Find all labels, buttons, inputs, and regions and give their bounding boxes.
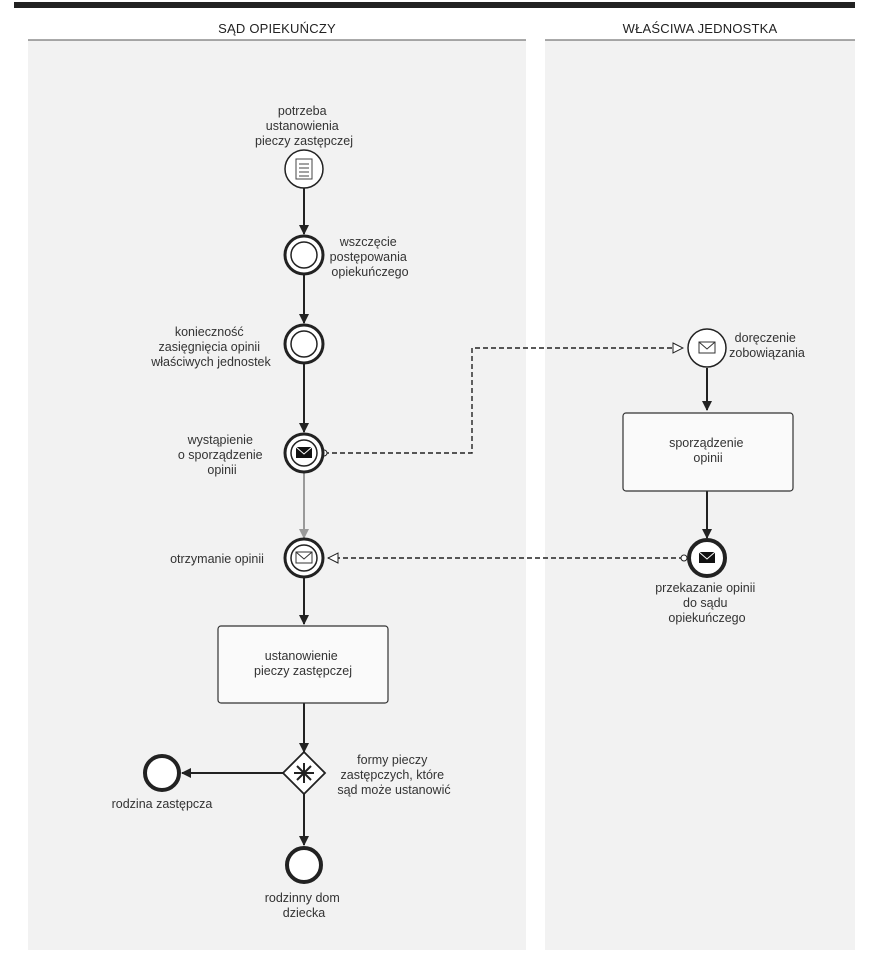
envelope-filled-icon (698, 551, 716, 563)
document-icon (295, 158, 313, 180)
gateway-label: formy pieczy zastępczych, które sąd może… (337, 753, 450, 797)
event-wystapienie-label: wystąpienie o sporządzenie opinii (178, 433, 266, 477)
lane-wlasciwa-jednostka: WŁAŚCIWA JEDNOSTKA (545, 21, 855, 950)
lane-title-right: WŁAŚCIWA JEDNOSTKA (623, 21, 778, 36)
task-sporzadzenie-label: sporządzenie opinii (669, 436, 747, 465)
envelope-icon (698, 341, 716, 354)
start-event: potrzeba ustanowienia pieczy zastępczej (255, 104, 353, 189)
lane-sad-opiekunczy: SĄD OPIEKUŃCZY (28, 21, 526, 950)
message-flows (324, 348, 684, 558)
complex-gateway-icon (294, 763, 314, 783)
top-bar (14, 2, 855, 8)
event-otrzymanie-label: otrzymanie opinii (170, 552, 264, 566)
task-sporzadzenie: sporządzenie opinii (622, 412, 794, 492)
end-event-przekazanie: przekazanie opinii do sądu opiekuńczego (655, 538, 759, 625)
end-event-dom-label: rodzinny dom dziecka (265, 891, 344, 920)
event-koniecznosc-label: konieczność zasięgnięcia opinii właściwy… (150, 325, 271, 369)
message-flow-request (324, 348, 683, 453)
envelope-filled-icon (295, 446, 313, 458)
task-ustanowienie-label: ustanowienie pieczy zastępczej (254, 649, 352, 678)
event-przekazanie-label: przekazanie opinii do sądu opiekuńczego (655, 581, 759, 625)
sequence-flows (181, 188, 712, 846)
end-event-rodzina-label: rodzina zastępcza (112, 797, 213, 811)
lane-title-left: SĄD OPIEKUŃCZY (218, 21, 336, 36)
gateway-formy-pieczy: formy pieczy zastępczych, które sąd może… (281, 750, 451, 797)
event-wszczecie-label: wszczęcie postępowania opiekuńczego (330, 235, 411, 279)
start-event-doreczenie: doręczenie zobowiązania (687, 328, 805, 368)
start-event-label: potrzeba ustanowienia pieczy zastępczej (255, 104, 353, 148)
end-event-dom: rodzinny dom dziecka (265, 846, 344, 920)
event-otrzymanie: otrzymanie opinii (170, 537, 325, 579)
end-event-rodzina: rodzina zastępcza (112, 754, 213, 811)
event-koniecznosc: konieczność zasięgnięcia opinii właściwy… (150, 323, 325, 369)
task-ustanowienie: ustanowienie pieczy zastępczej (217, 625, 389, 704)
envelope-icon (295, 551, 313, 564)
event-wszczecie: wszczęcie postępowania opiekuńczego (283, 234, 411, 279)
event-wystapienie: wystąpienie o sporządzenie opinii (178, 432, 325, 477)
event-doreczenie-label: doręczenie zobowiązania (729, 331, 805, 360)
